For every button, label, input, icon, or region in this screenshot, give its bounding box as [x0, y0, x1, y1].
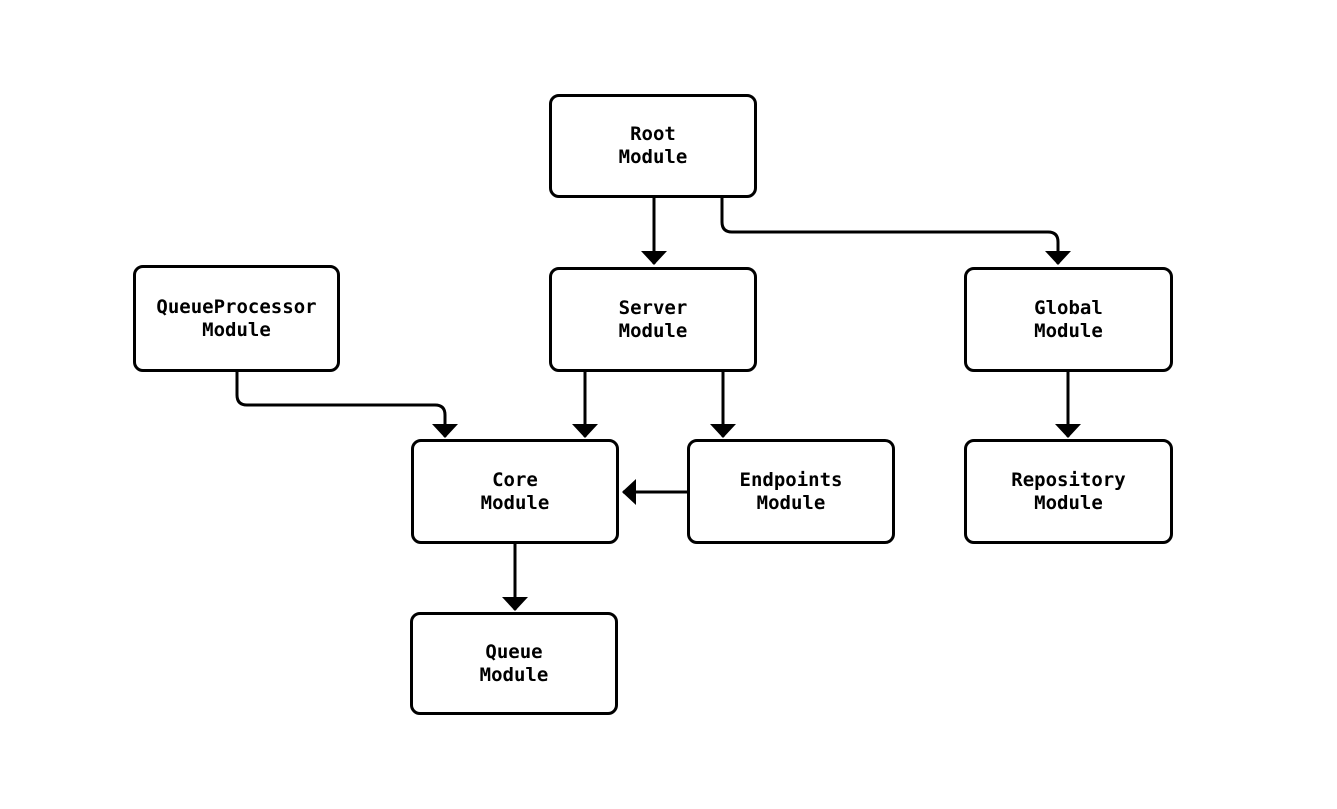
node-queue-module: Queue Module: [410, 612, 618, 715]
node-core-module-label: Core Module: [480, 468, 550, 514]
node-repository-module: Repository Module: [964, 439, 1173, 544]
node-global-module-label: Global Module: [1034, 296, 1103, 342]
node-endpoints-module-label: Endpoints Module: [739, 468, 843, 514]
edge-root-to-global: [720, 198, 1071, 265]
node-server-module: Server Module: [549, 267, 757, 372]
node-core-module: Core Module: [411, 439, 619, 544]
edge-queueprocessor-to-core: [235, 372, 458, 438]
node-queueprocessor-module: QueueProcessor Module: [133, 265, 340, 372]
node-queueprocessor-module-label: QueueProcessor Module: [156, 295, 317, 341]
node-queue-module-label: Queue Module: [479, 640, 549, 686]
node-global-module: Global Module: [964, 267, 1173, 372]
node-endpoints-module: Endpoints Module: [687, 439, 895, 544]
node-root-module: Root Module: [549, 94, 757, 198]
node-server-module-label: Server Module: [618, 296, 688, 342]
node-root-module-label: Root Module: [618, 123, 688, 168]
node-repository-module-label: Repository Module: [1011, 468, 1126, 514]
